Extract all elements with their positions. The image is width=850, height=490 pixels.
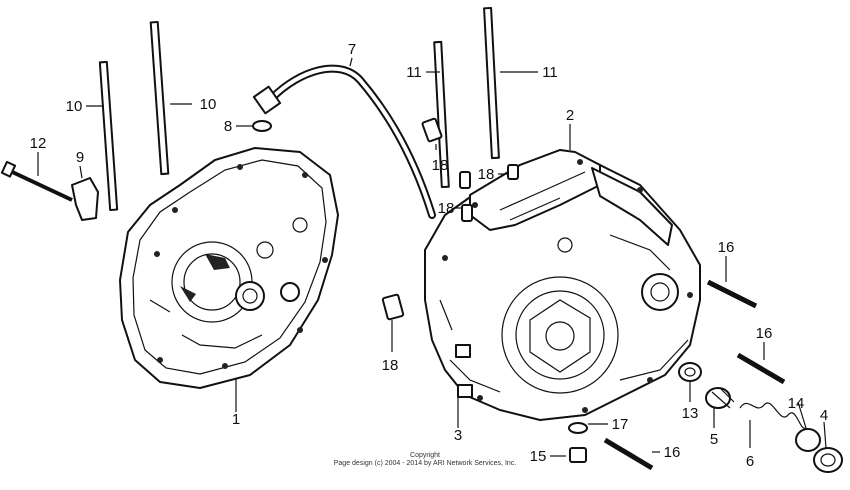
callout-labels: 1 2 3 4 5 6 7 8 9 10 10 11 11 12 13 14 1… (30, 41, 829, 470)
callout-11-left: 11 (406, 64, 422, 81)
callout-13: 13 (682, 405, 699, 422)
callout-2: 2 (566, 107, 574, 124)
callout-11-right: 11 (542, 64, 558, 81)
callout-15: 15 (530, 448, 547, 465)
callout-16-top: 16 (718, 239, 735, 256)
callout-12: 12 (30, 135, 47, 152)
callout-10-right: 10 (200, 96, 217, 113)
callout-18-dowel-c: 18 (438, 200, 455, 217)
callout-18-dowel-d: 18 (382, 357, 399, 374)
callout-10-left: 10 (66, 98, 83, 115)
callout-16-middle: 16 (756, 325, 773, 342)
copyright-title: Copyright (410, 452, 440, 459)
leader-lines (37, 57, 827, 457)
right-crankcase-half (424, 149, 701, 421)
callout-14: 14 (788, 395, 805, 412)
callout-16-bottom: 16 (664, 444, 681, 461)
copyright-text: Page design (c) 2004 - 2014 by ARI Netwo… (333, 460, 517, 467)
breather-tube (252, 64, 436, 219)
left-crankcase-half (119, 147, 339, 389)
callout-9: 9 (76, 149, 84, 166)
crankcase-studs (98, 6, 500, 212)
callout-8: 8 (224, 118, 232, 135)
callout-7: 7 (348, 41, 356, 58)
callout-4: 4 (820, 407, 828, 424)
callout-6: 6 (746, 453, 754, 470)
callout-18-dowel-a: 18 (432, 157, 449, 174)
callout-3: 3 (454, 427, 462, 444)
callout-17: 17 (612, 416, 629, 433)
callout-5: 5 (710, 431, 718, 448)
small-parts (0, 117, 843, 473)
copyright-notice: Copyright Page design (c) 2004 - 2014 by… (0, 452, 850, 468)
callout-1: 1 (232, 411, 240, 428)
callout-18-dowel-b: 18 (478, 166, 495, 183)
